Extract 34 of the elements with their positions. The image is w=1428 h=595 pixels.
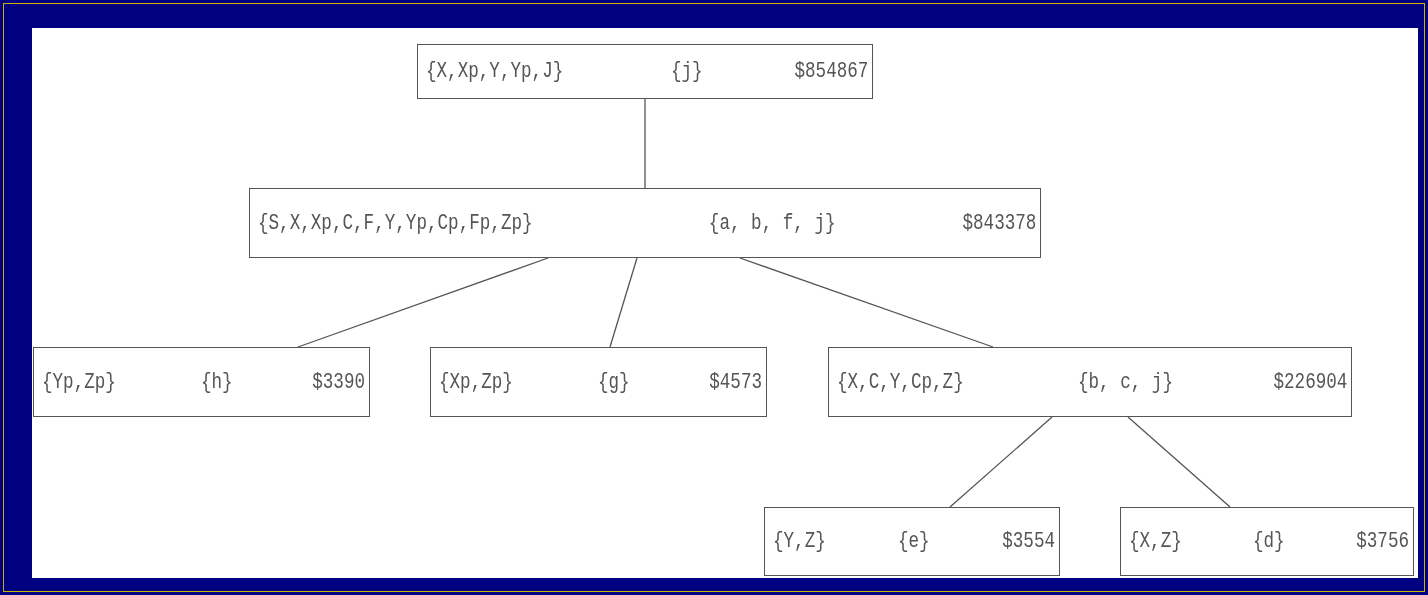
node-text: {Xp,Zp} (439, 369, 513, 395)
node-text: $3756 (1356, 529, 1409, 554)
tree-node-box (430, 347, 767, 417)
node-text: $854867 (794, 59, 868, 84)
tree-node-box (33, 347, 370, 417)
connector-line (644, 98, 646, 189)
connector-line (739, 257, 994, 348)
tree-node-box (764, 507, 1060, 576)
connector-line (1127, 416, 1231, 508)
tree-node-box (417, 44, 873, 99)
node-text: {h} (200, 369, 233, 395)
connector-line (949, 416, 1053, 508)
node-text: {X,C,Y,Cp,Z} (837, 369, 964, 395)
node-text: $226904 (1273, 369, 1347, 395)
connector-line (297, 257, 549, 348)
tree-node-box (1120, 507, 1414, 576)
node-text: {a, b, f, j} (709, 210, 836, 236)
tree-node-box (249, 188, 1041, 258)
node-text: $3554 (1002, 529, 1055, 554)
node-text: {Yp,Zp} (42, 369, 116, 395)
tree-node-box (828, 347, 1352, 417)
node-text: $843378 (962, 210, 1036, 236)
node-text: {d} (1253, 529, 1285, 554)
connector-line (609, 257, 638, 348)
node-text: {X,Xp,Y,Yp,J} (426, 59, 564, 84)
node-text: {j} (670, 59, 703, 84)
node-text: {b, c, j} (1077, 369, 1173, 395)
node-text: {g} (597, 369, 630, 395)
node-text: {X,Z} (1129, 529, 1182, 554)
node-text: {S,X,Xp,C,F,Y,Yp,Cp,Fp,Zp} (258, 210, 533, 236)
node-text: $4573 (709, 369, 762, 395)
node-text: {Y,Z} (773, 529, 826, 554)
node-text: {e} (898, 529, 930, 554)
node-text: $3390 (312, 369, 365, 395)
